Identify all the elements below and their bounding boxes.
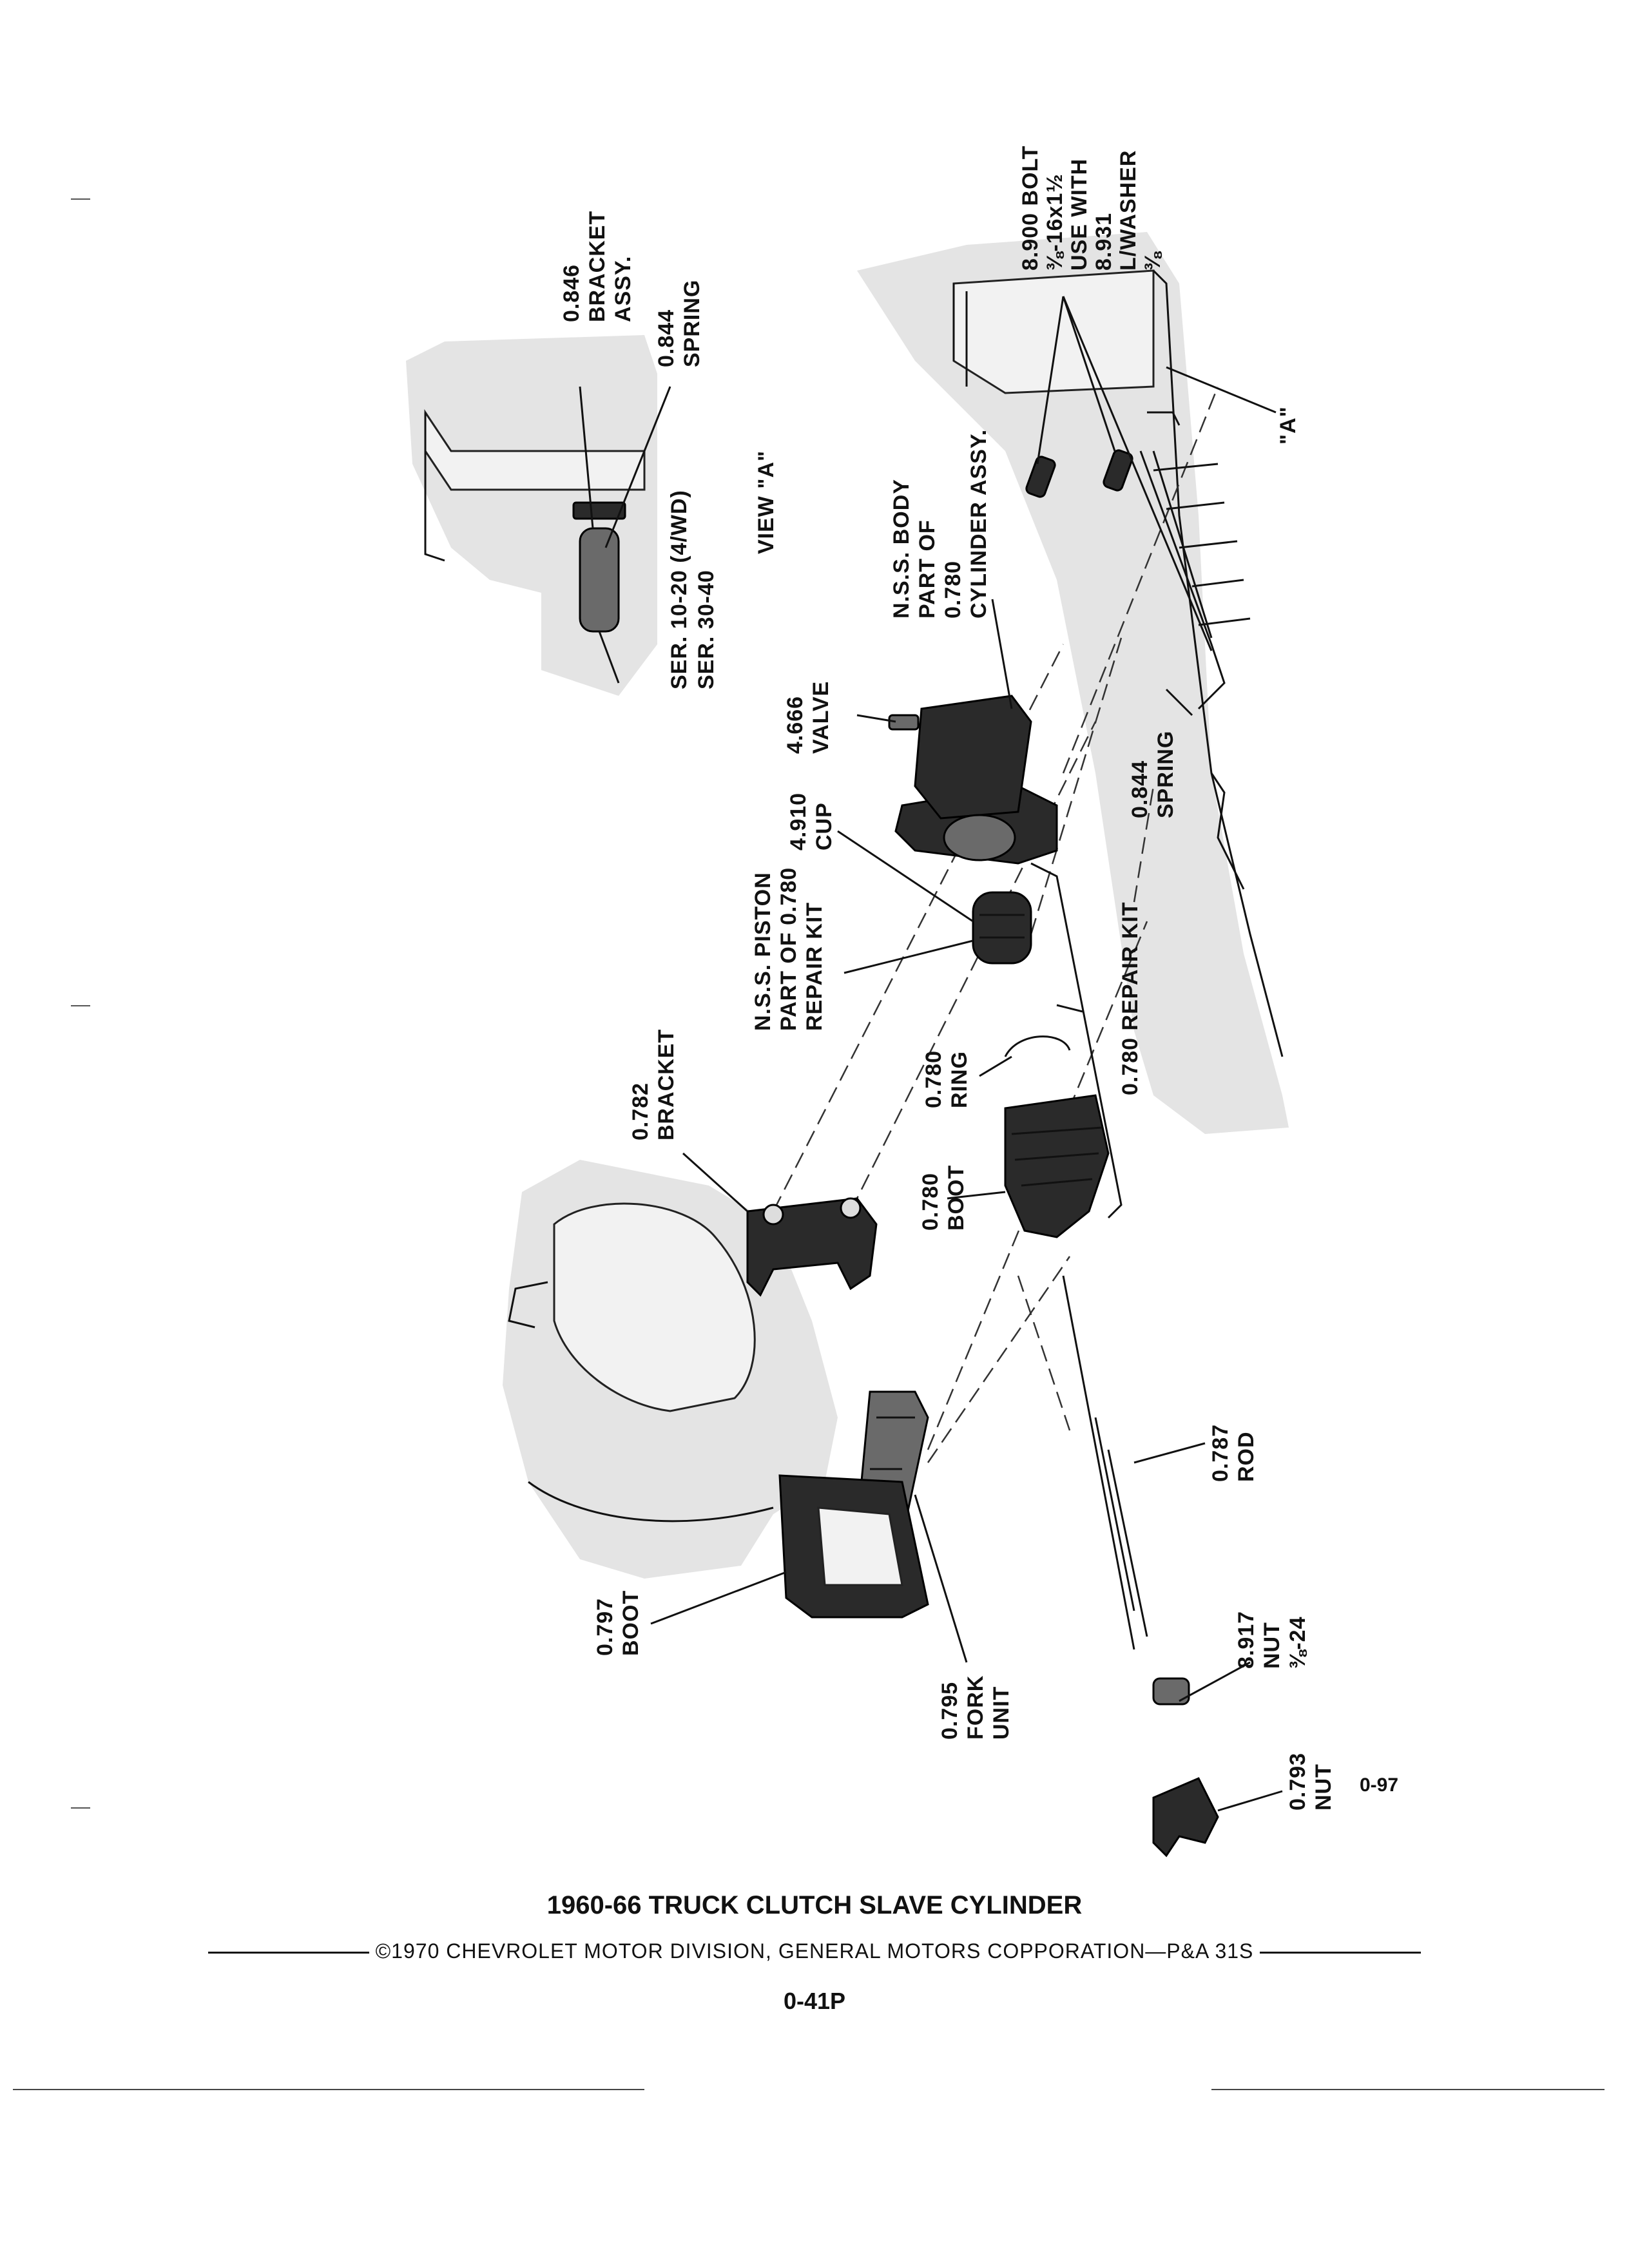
svg-text:BOOT: BOOT [944, 1165, 969, 1231]
svg-text:0.782: 0.782 [628, 1082, 653, 1140]
svg-text:L/WASHER: L/WASHER [1116, 150, 1141, 271]
label-spring-844-main: 0.844 SPRING [1128, 731, 1178, 818]
svg-text:⅜-24: ⅜-24 [1286, 1617, 1310, 1669]
svg-text:0.780: 0.780 [941, 561, 965, 619]
view-a-inset [406, 335, 657, 696]
svg-text:N.S.S. PISTON: N.S.S. PISTON [751, 872, 775, 1031]
copyright-text: ©1970 CHEVROLET MOTOR DIVISION, GENERAL … [375, 1939, 1254, 1963]
svg-text:CYLINDER ASSY.: CYLINDER ASSY. [967, 429, 991, 619]
label-callout-a: "A" [1276, 406, 1300, 445]
svg-text:⅜-16x1½: ⅜-16x1½ [1043, 173, 1067, 271]
svg-text:0.846: 0.846 [559, 264, 584, 322]
svg-text:0.844: 0.844 [654, 309, 679, 367]
svg-text:BOOT: BOOT [619, 1590, 643, 1656]
label-body-nss: N.S.S. BODY PART OF 0.780 CYLINDER ASSY. [889, 429, 991, 619]
copyright-rule-left [207, 1952, 369, 1954]
svg-text:UNIT: UNIT [989, 1686, 1014, 1740]
bracket-782-part [746, 1197, 878, 1297]
nut-793-part [1152, 1777, 1219, 1858]
copyright-rule-right [1260, 1952, 1422, 1954]
svg-text:NUT: NUT [1260, 1622, 1284, 1669]
svg-text:0.797: 0.797 [593, 1598, 617, 1656]
svg-text:0.780: 0.780 [918, 1173, 943, 1231]
repair-kit-bracket [1030, 862, 1123, 1219]
label-piston-nss: N.S.S. PISTON PART OF 0.780 REPAIR KIT [751, 867, 827, 1031]
bolt-part [1025, 449, 1133, 498]
svg-text:SER. 10-20 (4/WD): SER. 10-20 (4/WD) [667, 490, 691, 689]
bottom-rule-left [13, 2089, 644, 2090]
svg-text:4.666: 4.666 [783, 696, 807, 754]
boot-797-part [778, 1474, 929, 1619]
svg-text:ASSY.: ASSY. [611, 256, 635, 322]
svg-text:VIEW "A": VIEW "A" [754, 450, 778, 554]
svg-text:SPRING: SPRING [1153, 731, 1178, 818]
svg-text:USE WITH: USE WITH [1067, 159, 1092, 271]
svg-text:SPRING: SPRING [680, 280, 704, 367]
leader-lines [579, 296, 1283, 1812]
label-nut-793: 0.793 NUT [1286, 1753, 1336, 1811]
svg-text:0.844: 0.844 [1128, 760, 1152, 818]
label-rod-787: 0.787 ROD [1208, 1424, 1258, 1482]
label-spring-844-top: 0.844 SPRING [654, 280, 704, 367]
figure-code: 0-97 [1360, 1774, 1398, 1796]
svg-text:BRACKET: BRACKET [585, 211, 610, 322]
ring-part [1004, 1035, 1071, 1057]
label-valve-4666: 4.666 VALVE [783, 681, 833, 754]
svg-text:REPAIR KIT: REPAIR KIT [802, 902, 827, 1031]
margin-mark [71, 198, 90, 200]
label-cup-4910: 4.910 CUP [786, 793, 836, 850]
svg-text:ROD: ROD [1234, 1431, 1258, 1482]
label-ring-780: 0.780 RING [921, 1050, 972, 1108]
svg-text:⅜: ⅜ [1141, 251, 1165, 271]
svg-text:N.S.S. BODY: N.S.S. BODY [889, 479, 914, 619]
spring-part [1139, 411, 1251, 710]
svg-text:NUT: NUT [1311, 1763, 1336, 1811]
cup-part [972, 891, 1032, 965]
label-view-a: VIEW "A" [754, 450, 778, 554]
svg-text:8.931: 8.931 [1092, 213, 1116, 271]
label-boot-797: 0.797 BOOT [593, 1590, 643, 1656]
bottom-rule-right [1211, 2089, 1605, 2090]
label-boot-780: 0.780 BOOT [918, 1165, 969, 1231]
svg-text:0.787: 0.787 [1208, 1424, 1233, 1482]
view-a-cylinder-shape [579, 527, 620, 633]
label-bracket-846: 0.846 BRACKET ASSY. [559, 211, 635, 322]
svg-text:8.900 BOLT: 8.900 BOLT [1018, 145, 1043, 271]
svg-text:0.793: 0.793 [1286, 1753, 1310, 1811]
svg-text:CUP: CUP [812, 802, 836, 850]
rod-part [1062, 1275, 1148, 1650]
boot-780-part [1004, 1094, 1110, 1238]
svg-text:0.780: 0.780 [921, 1050, 946, 1108]
label-series: SER. 10-20 (4/WD) SER. 30-40 [667, 490, 718, 689]
svg-text:4.910: 4.910 [786, 793, 811, 850]
label-repair-kit-780: 0.780 REPAIR KIT [1118, 901, 1142, 1095]
svg-text:8.917: 8.917 [1234, 1611, 1258, 1669]
margin-mark [71, 1807, 90, 1809]
label-nut-8917: 8.917 NUT ⅜-24 [1234, 1611, 1310, 1669]
svg-text:FORK: FORK [963, 1675, 988, 1740]
page-number: 0-41P [783, 1988, 846, 2014]
frame-background [857, 232, 1289, 1134]
copyright-line: ©1970 CHEVROLET MOTOR DIVISION, GENERAL … [0, 1939, 1629, 1963]
label-bolt-8900: 8.900 BOLT ⅜-16x1½ USE WITH 8.931 L/WASH… [1018, 145, 1165, 271]
label-bracket-782: 0.782 BRACKET [628, 1029, 679, 1140]
valve-shape [888, 714, 920, 731]
svg-text:BRACKET: BRACKET [654, 1029, 679, 1140]
svg-text:"A": "A" [1276, 406, 1300, 445]
label-fork-795: 0.795 FORK UNIT [938, 1675, 1014, 1740]
diagram-title: 1960-66 TRUCK CLUTCH SLAVE CYLINDER [546, 1891, 1083, 1919]
margin-mark [71, 1005, 90, 1006]
svg-text:0.780 REPAIR KIT: 0.780 REPAIR KIT [1118, 901, 1142, 1095]
svg-text:VALVE: VALVE [809, 681, 833, 754]
svg-text:PART OF: PART OF [915, 519, 940, 619]
svg-text:0.795: 0.795 [938, 1682, 962, 1740]
view-a-bracket-shape [572, 501, 626, 520]
svg-text:SER. 30-40: SER. 30-40 [694, 570, 718, 689]
nut-8917-part [1152, 1677, 1190, 1706]
svg-text:PART OF 0.780: PART OF 0.780 [776, 867, 801, 1031]
cylinder-body [888, 695, 1058, 865]
svg-text:RING: RING [947, 1051, 972, 1108]
